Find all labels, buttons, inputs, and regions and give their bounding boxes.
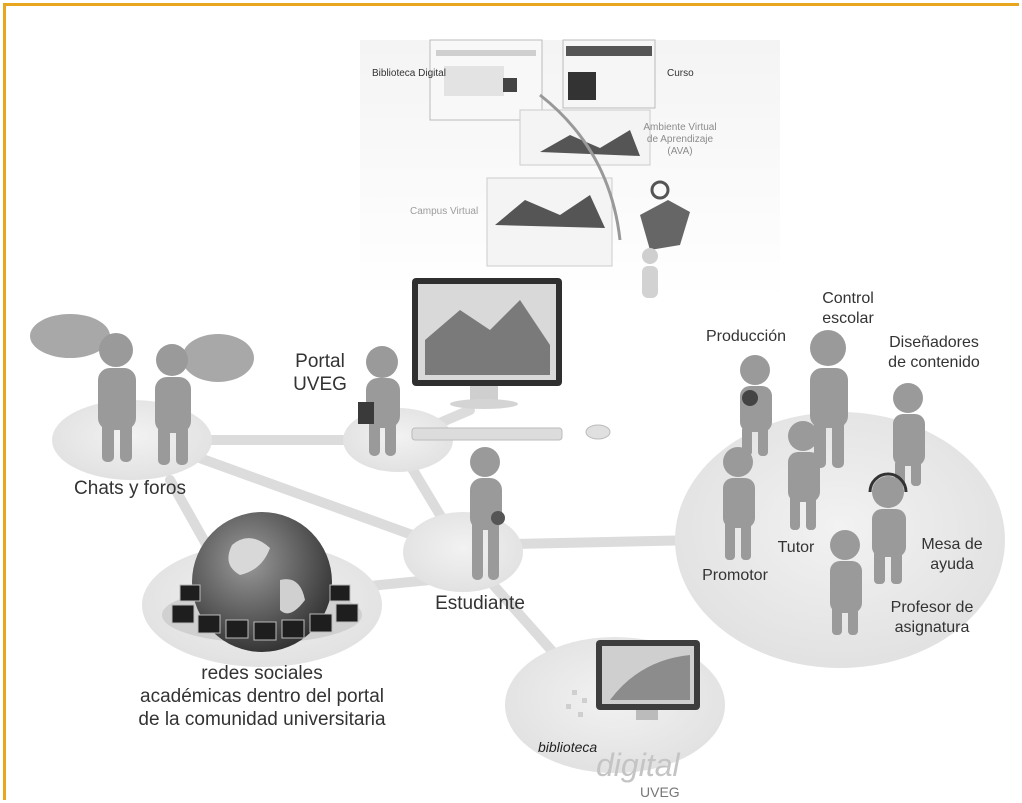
person-icon [358, 346, 400, 456]
ava-label-line-2: de Aprendizaje [647, 134, 714, 145]
person-icon [155, 344, 191, 465]
mesa-de-ayuda-line-1: Mesa de [921, 536, 982, 553]
chats-label: Chats y foros [74, 478, 186, 499]
mesa-de-ayuda-line-2: ayuda [930, 556, 974, 573]
control-escolar-line-1: Control [822, 290, 874, 307]
image-frame [3, 3, 1019, 800]
person-icon [98, 333, 136, 462]
estudiante-node-ellipse [403, 512, 523, 592]
biblioteca-logo-small: biblioteca [538, 739, 597, 755]
biblioteca-logo-digital: digital [596, 747, 681, 783]
biblioteca-digital-top-label: Biblioteca Digital [372, 68, 446, 79]
portal-monitor [411, 278, 611, 441]
person-icon [470, 447, 505, 580]
person-icon [830, 530, 862, 635]
person-icon [788, 421, 820, 530]
produccion-label: Producción [706, 328, 786, 345]
portal-label-line-2: UVEG [293, 374, 347, 395]
profesor-line-1: Profesor de [891, 599, 974, 616]
ava-label-line-3: (AVA) [667, 146, 692, 157]
biblioteca-logo-uveg: UVEG [640, 784, 680, 800]
campus-virtual-label: Campus Virtual [410, 206, 478, 217]
curso-label: Curso [667, 68, 694, 79]
portal-label-line-1: Portal [295, 351, 345, 372]
tutor-label: Tutor [778, 539, 815, 556]
person-icon [893, 383, 925, 486]
ava-label-line-1: Ambiente Virtual [643, 122, 716, 133]
people-figures [98, 330, 925, 635]
profesor-line-2: asignatura [895, 619, 970, 636]
biblioteca-monitor [566, 640, 700, 720]
control-escolar-line-2: escolar [822, 310, 874, 327]
person-icon [740, 355, 772, 456]
disenadores-line-2: de contenido [888, 354, 980, 371]
redes-label-line-2: académicas dentro del portal [140, 686, 384, 707]
ava-model-icon [640, 200, 690, 250]
platform-screens [429, 39, 690, 298]
promotor-label: Promotor [702, 567, 768, 584]
disenadores-line-1: Diseñadores [889, 334, 979, 351]
globe-icon [162, 512, 362, 652]
speech-bubble-icon [30, 314, 110, 358]
person-icon [868, 472, 908, 584]
estudiante-label: Estudiante [435, 593, 525, 614]
person-icon [723, 447, 755, 560]
redes-label-line-3: de la comunidad universitaria [138, 709, 386, 730]
speech-bubble-icon [182, 334, 254, 382]
person-icon [810, 330, 848, 468]
redes-label-line-1: redes sociales [201, 663, 322, 684]
